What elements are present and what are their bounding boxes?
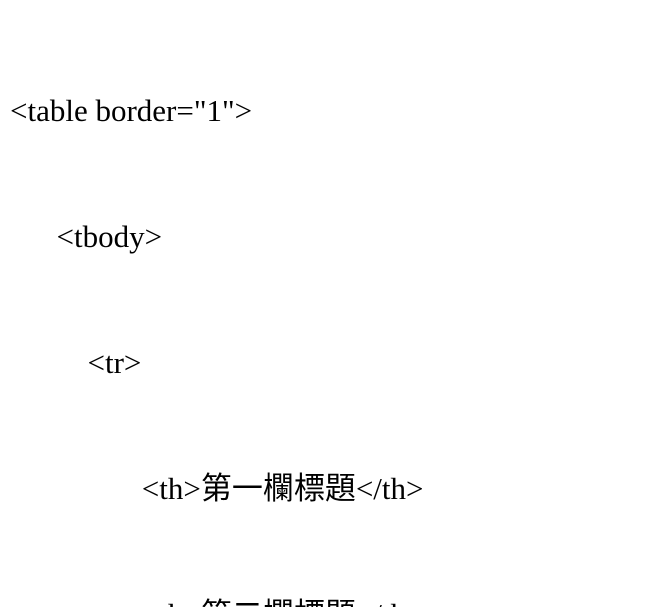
code-line-th-1: <th>第一欄標題</th> [10,471,424,506]
code-line-tbody-open: <tbody> [10,219,163,254]
code-line-table-open: <table border="1"> [10,93,253,128]
html-source-code-block: <table border="1"> <tbody> <tr> <th>第一欄標… [10,6,640,607]
code-line-th-2: <th>第二欄標題</th> [10,594,640,607]
code-line-tr-open-1: <tr> [10,345,142,380]
